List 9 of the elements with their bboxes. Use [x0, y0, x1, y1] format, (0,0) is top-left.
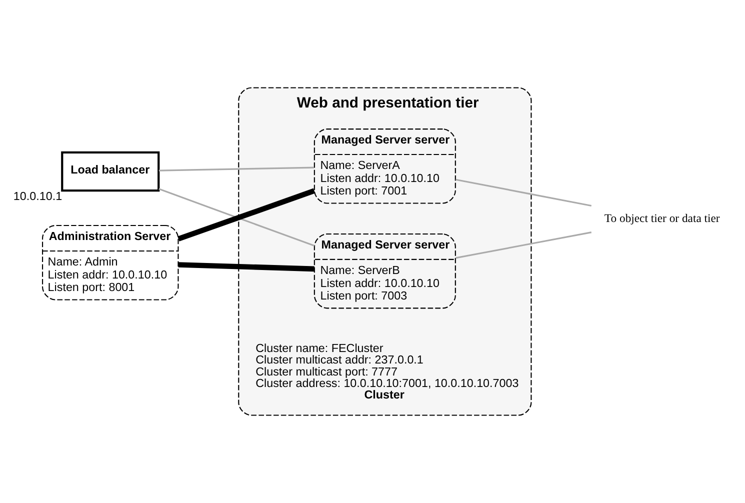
node-label: 10.0.10.1	[12, 190, 62, 203]
connector	[455, 178, 592, 207]
connector	[158, 188, 314, 247]
connector	[158, 166, 314, 172]
node-box: Load balancer	[60, 151, 160, 192]
connector	[455, 232, 592, 259]
connector	[177, 188, 315, 242]
node-text: To object tier or data tier	[604, 212, 720, 226]
connector	[178, 262, 314, 272]
